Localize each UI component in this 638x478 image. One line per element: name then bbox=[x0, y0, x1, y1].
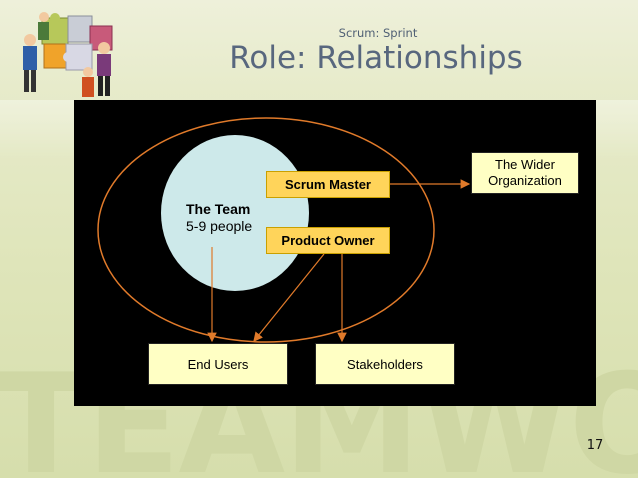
product-owner-box: Product Owner bbox=[266, 227, 390, 254]
team-puzzle-clipart bbox=[23, 12, 113, 97]
end-users-box: End Users bbox=[148, 343, 288, 385]
relationship-diagram: The Team 5-9 people Scrum Master Product… bbox=[74, 100, 596, 406]
scrum-master-box: Scrum Master bbox=[266, 171, 390, 198]
slide-title: Role: Relationships bbox=[229, 40, 523, 76]
team-name: The Team bbox=[186, 201, 251, 217]
product-owner-label: Product Owner bbox=[281, 233, 375, 248]
team-size: 5-9 people bbox=[186, 218, 253, 234]
stakeholders-box: Stakeholders bbox=[315, 343, 455, 385]
page-number: 17 bbox=[586, 438, 604, 453]
wider-org-line2: Organization bbox=[488, 173, 562, 188]
wider-organization-box: The Wider Organization bbox=[471, 152, 579, 194]
team-label: The Team 5-9 people bbox=[186, 201, 252, 235]
end-users-label: End Users bbox=[187, 356, 249, 372]
scrum-master-label: Scrum Master bbox=[285, 177, 371, 192]
stakeholders-label: Stakeholders bbox=[347, 356, 423, 372]
wider-org-line1: The Wider bbox=[495, 157, 555, 172]
scrum-boundary-ellipse bbox=[97, 117, 435, 343]
slide-subtitle: Scrum: Sprint bbox=[338, 26, 418, 40]
arrow-po-to-end-users bbox=[253, 253, 325, 342]
